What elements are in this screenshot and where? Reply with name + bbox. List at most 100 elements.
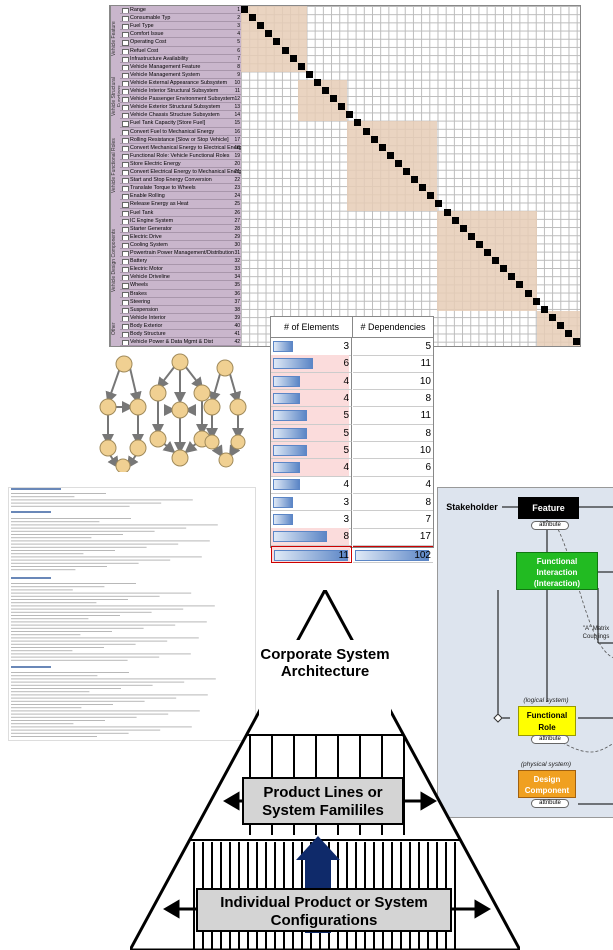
dsm-row-number: 34 — [234, 274, 240, 281]
elements-bar — [273, 358, 314, 370]
dsm-row-number: 4 — [237, 31, 240, 38]
role-box: Functional Role — [518, 706, 576, 736]
dependencies-value: 8 — [425, 427, 431, 439]
dsm-row-number: 21 — [234, 169, 240, 175]
dsm-row-number: 24 — [234, 193, 240, 200]
dsm-diagonal-cell — [354, 119, 362, 127]
dsm-row-number: 23 — [234, 185, 240, 192]
elements-value: 3 — [343, 514, 349, 525]
elements-cell: 11 — [271, 545, 352, 564]
dsm-row-label: Battery — [130, 258, 148, 265]
row-icon — [122, 340, 129, 346]
row-icon — [122, 72, 129, 78]
dsm-matrix: Vehicle Feature Vehicle Structural Funct… — [109, 5, 581, 347]
dsm-row-label: Functional Role: Vehicle Functional Role… — [130, 152, 230, 159]
dsm-diagonal-cell — [265, 30, 273, 38]
dsm-diagonal-cell — [378, 143, 386, 151]
dependencies-cell: 4 — [353, 476, 433, 494]
dsm-row-number: 19 — [234, 152, 240, 159]
row-icon — [122, 234, 129, 240]
graph-node — [229, 398, 247, 416]
dsm-diagonal-cell — [548, 313, 556, 321]
dependencies-value: 102 — [414, 549, 431, 561]
dsm-row-label: Vehicle Interior Structural Subsystem — [130, 88, 219, 94]
dsm-row-label: Translate Torque to Wheels — [130, 185, 196, 192]
dsm-row-number: 30 — [234, 241, 240, 248]
dsm-row-number: 39 — [234, 314, 240, 321]
row-icon — [122, 315, 129, 321]
dsm-block — [347, 121, 437, 211]
corporate-architecture-label: Corporate System Architecture — [259, 640, 391, 726]
graph-node — [149, 384, 167, 402]
elements-value: 3 — [343, 496, 349, 508]
elements-value: 8 — [343, 531, 349, 543]
dsm-row-label: Wheels — [130, 282, 148, 289]
dsm-row: Translate Torque to Wheels 23 — [120, 184, 241, 193]
dsm-row-label: Electric Drive — [130, 233, 162, 240]
dsm-row-label: Vehicle Management Feature — [130, 63, 201, 70]
elements-column-header: # of Elements — [271, 317, 353, 338]
dsm-row-label: Infrastructure Availability — [130, 55, 189, 62]
row-icon — [122, 97, 129, 103]
dependencies-value: 17 — [419, 531, 431, 543]
elements-bar — [273, 410, 307, 422]
dependencies-value: 5 — [425, 341, 431, 352]
elements-cell: 4 — [271, 476, 352, 494]
dsm-row-label: IC Engine System — [130, 217, 174, 224]
dsm-row-number: 14 — [234, 112, 240, 119]
dependencies-cell: 10 — [353, 373, 433, 391]
elements-bar — [273, 427, 307, 439]
dsm-row-number: 7 — [237, 55, 240, 62]
row-icon — [122, 251, 129, 257]
dsm-diagonal-cell — [419, 184, 427, 192]
dsm-grid — [241, 6, 581, 346]
row-icon — [122, 32, 129, 38]
dsm-diagonal-cell — [313, 78, 321, 86]
elements-bar — [273, 479, 300, 491]
dsm-diagonal-cell — [281, 46, 289, 54]
elements-cell: 5 — [271, 407, 352, 425]
row-icon — [122, 80, 129, 87]
row-icon — [122, 16, 129, 22]
dsm-row-number: 10 — [234, 79, 240, 86]
dsm-row-label: Convert Electrical Energy to Mechanical … — [130, 169, 241, 175]
graph-node — [115, 458, 131, 472]
dsm-row-label: Starter Generator — [130, 225, 172, 232]
dsm-row-number: 27 — [234, 217, 240, 224]
module-graph — [99, 353, 247, 472]
row-icon — [122, 307, 129, 313]
row-icon — [122, 56, 129, 62]
dsm-block — [437, 211, 537, 311]
row-icon — [122, 210, 129, 216]
row-icon — [122, 323, 129, 330]
dsm-diagonal-cell — [500, 265, 508, 273]
row-icon — [122, 153, 129, 159]
row-icon — [122, 145, 129, 151]
dsm-row: Infrastructure Availability 7 — [120, 54, 241, 63]
row-icon — [122, 8, 129, 14]
dsm-row-label: Suspension — [130, 306, 159, 313]
elements-cell: 3 — [271, 338, 352, 356]
graph-node — [171, 449, 189, 467]
elements-value: 5 — [343, 410, 349, 422]
dsm-row-label: Operating Cost — [130, 39, 167, 46]
dependencies-value: 11 — [420, 410, 431, 422]
row-icon — [122, 202, 129, 208]
dsm-row-label: Vehicle Management System — [130, 71, 200, 78]
dsm-row-label: Vehicle Driveline — [130, 274, 170, 281]
dsm-row-number: 31 — [234, 250, 240, 256]
elements-cell: 4 — [271, 389, 352, 408]
attribute-pill: attribute — [531, 521, 569, 530]
elements-value: 4 — [343, 479, 349, 491]
dsm-diagonal-cell — [443, 208, 451, 216]
dsm-row-number: 20 — [234, 160, 240, 167]
dependencies-cell: 8 — [353, 390, 433, 408]
